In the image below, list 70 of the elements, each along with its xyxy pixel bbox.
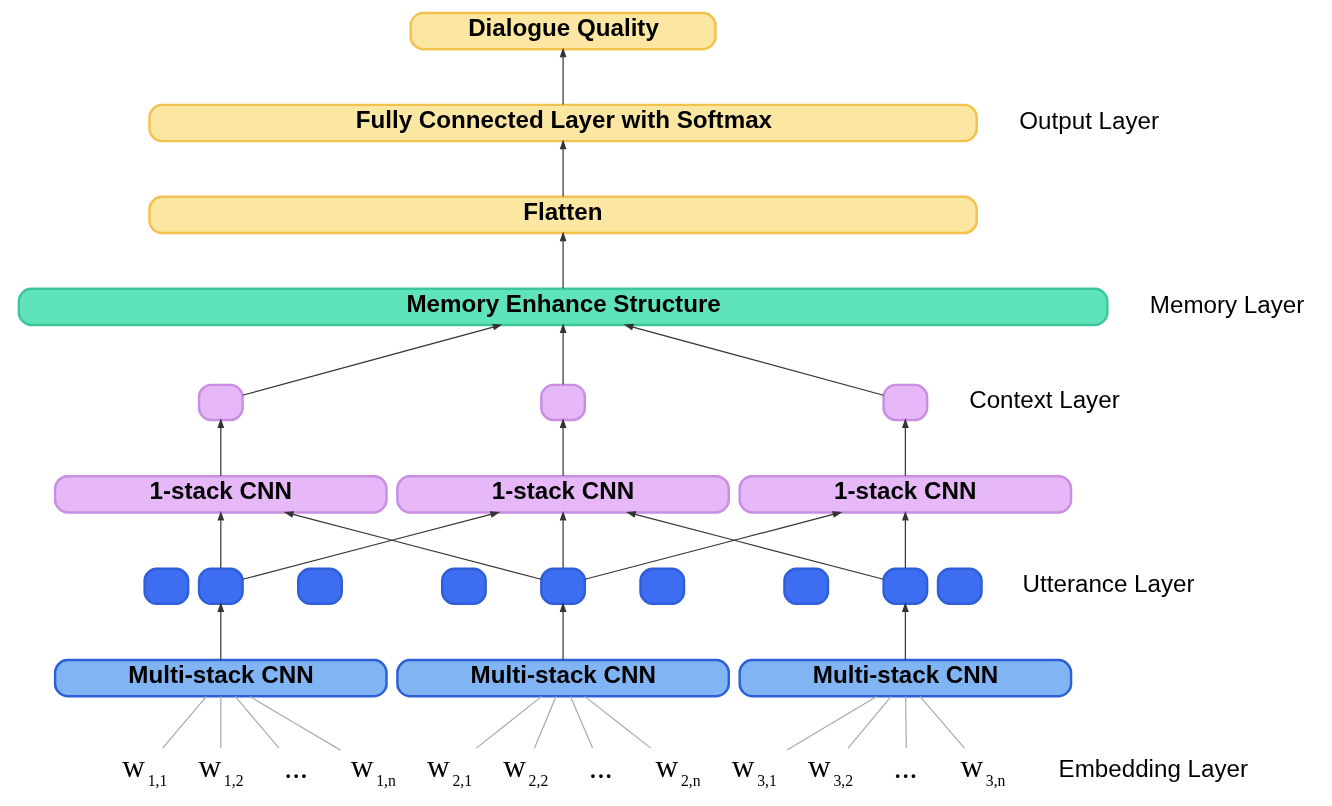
node-box xyxy=(197,567,244,605)
node-text: ... xyxy=(283,750,308,786)
arrow xyxy=(241,323,502,396)
node-box: Multi-stack CNN xyxy=(53,658,388,698)
node-text: ... xyxy=(588,750,613,786)
node-box xyxy=(440,567,487,605)
node-box xyxy=(539,567,586,605)
node-box: 1-stack CNN xyxy=(395,474,730,514)
node-box xyxy=(539,383,586,422)
node-box xyxy=(197,383,244,422)
arrow xyxy=(283,511,542,580)
node-box: Multi-stack CNN xyxy=(395,658,730,698)
node-box: 1-stack CNN xyxy=(53,474,388,514)
arrow xyxy=(901,418,909,477)
arrow xyxy=(901,510,909,570)
node-box xyxy=(296,567,343,605)
node-text: w$_{3,n}$ xyxy=(959,749,1005,789)
connector xyxy=(847,695,892,749)
arrow xyxy=(901,602,909,661)
node-text: w$_{1,1}$ xyxy=(121,749,167,789)
arrow xyxy=(559,418,566,477)
node-box: Flatten xyxy=(147,195,978,235)
node-text: w$_{3,2}$ xyxy=(807,749,853,789)
connector xyxy=(904,695,907,749)
connector xyxy=(918,695,965,749)
node-box: Fully Connected Layer with Softmax xyxy=(147,103,978,143)
node-text: w$_{1,n}$ xyxy=(350,749,396,789)
node-text: w$_{2,1}$ xyxy=(426,749,472,789)
node-box: Dialogue Quality xyxy=(409,11,717,51)
arrow xyxy=(216,510,224,570)
connector xyxy=(569,695,593,749)
label: Utterance Layer xyxy=(1022,570,1195,598)
node-text: w$_{3,1}$ xyxy=(731,749,777,789)
connector xyxy=(785,695,877,751)
node-text: w$_{2,2}$ xyxy=(502,749,548,789)
arrow xyxy=(216,418,224,477)
node-box xyxy=(782,567,829,605)
label: Output Layer xyxy=(1018,107,1159,135)
connector xyxy=(533,695,557,749)
node-text: ... xyxy=(893,750,917,786)
node-box xyxy=(142,567,189,605)
arrow xyxy=(559,510,566,570)
node-text: w$_{1,2}$ xyxy=(197,749,243,789)
connector xyxy=(248,695,341,751)
label: Embedding Layer xyxy=(1058,754,1248,782)
connector xyxy=(161,695,207,749)
arrow xyxy=(625,511,884,580)
node-box: Multi-stack CNN xyxy=(737,658,1072,698)
node-box: 1-stack CNN xyxy=(737,474,1072,514)
arrow xyxy=(241,511,500,580)
label: Context Layer xyxy=(968,386,1120,414)
arrow xyxy=(559,231,566,289)
node-box xyxy=(881,383,928,422)
node-box xyxy=(638,567,685,605)
connector xyxy=(219,695,221,749)
connector xyxy=(475,695,542,749)
arrow xyxy=(559,323,566,386)
connector xyxy=(583,695,651,749)
connector xyxy=(234,695,280,749)
arrow xyxy=(583,511,842,580)
label: Memory Layer xyxy=(1149,290,1304,318)
node-text: w$_{2,n}$ xyxy=(655,749,701,789)
arrow xyxy=(623,323,884,396)
arrow xyxy=(559,47,566,106)
arrow xyxy=(559,139,566,198)
node-box xyxy=(881,567,928,605)
node-box xyxy=(936,567,983,605)
node-box: Memory Enhance Structure xyxy=(17,287,1109,327)
arrow xyxy=(216,602,224,661)
arrow xyxy=(559,602,566,661)
